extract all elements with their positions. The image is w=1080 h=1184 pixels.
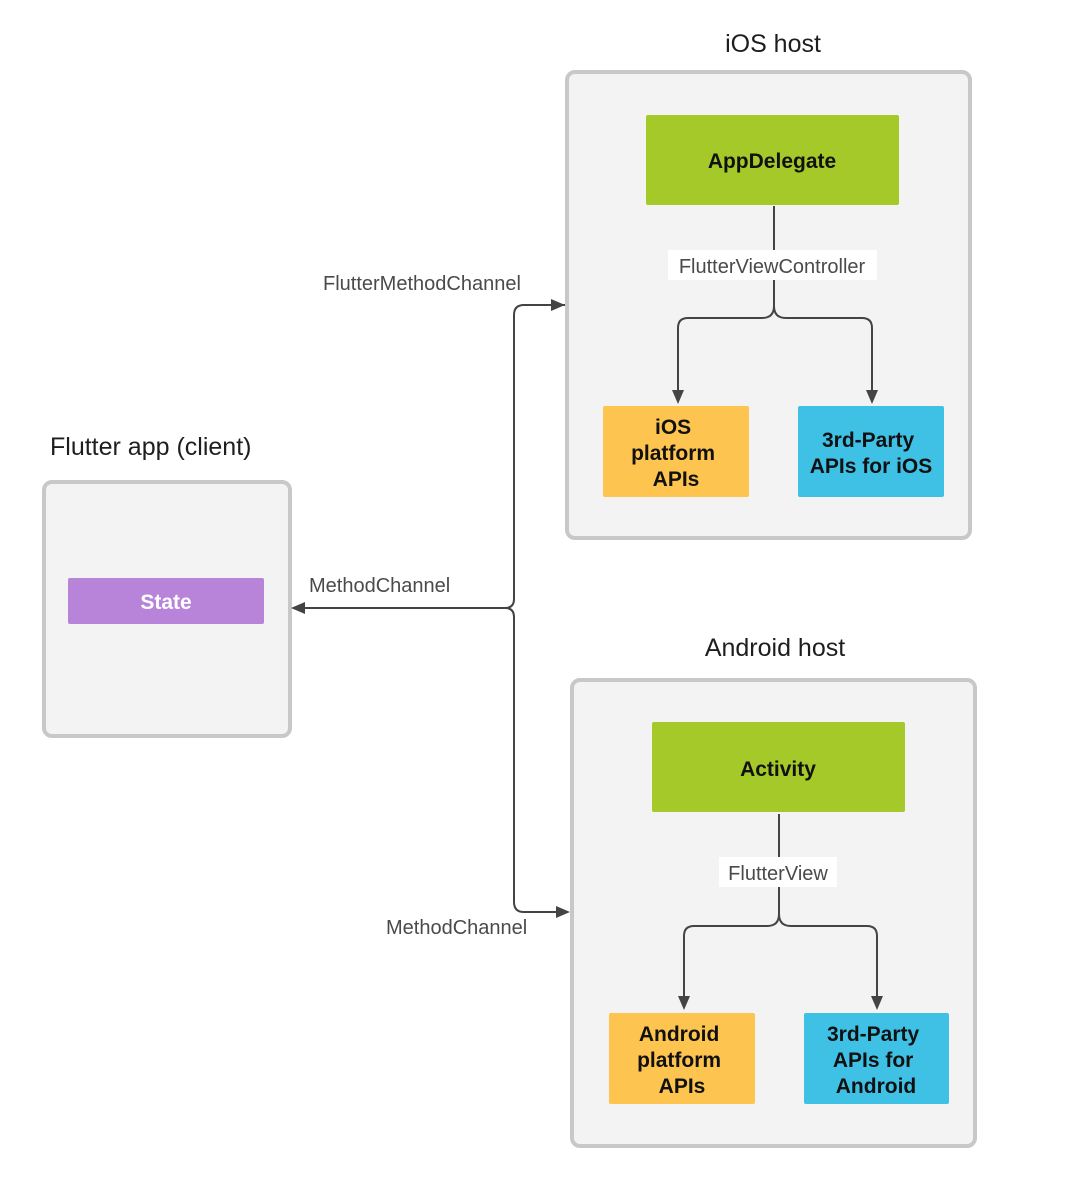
method-channels: FlutterMethodChannel MethodChannel Metho… <box>291 273 570 939</box>
android-host-title: Android host <box>705 634 845 662</box>
ios-view-label-bg <box>668 250 877 280</box>
client-method-channel-label: MethodChannel <box>309 575 450 597</box>
ios-platform-apis-box <box>603 406 749 497</box>
android-platform-apis-label: Android platform APIs <box>637 1023 727 1098</box>
ios-platform-apis-line-1: iOS <box>655 416 691 439</box>
appdelegate-label: AppDelegate <box>708 150 836 173</box>
ios-third-party-line-2: APIs for iOS <box>810 455 933 478</box>
flutter-view-controller-label: FlutterViewController <box>679 256 866 278</box>
android-method-channel-label: MethodChannel <box>386 917 527 939</box>
ios-connector-right <box>773 305 873 392</box>
appdelegate-box <box>646 115 899 205</box>
ios-connector-left <box>677 206 775 392</box>
android-third-party-apis-box <box>804 1013 949 1104</box>
android-third-party-line-3: Android <box>836 1075 916 1098</box>
android-third-party-line-1: 3rd-Party <box>827 1023 920 1046</box>
android-connector-left <box>683 814 780 998</box>
ios-third-party-line-1: 3rd-Party <box>822 429 915 452</box>
ios-to-client-channel-line <box>304 304 565 609</box>
ios-host: iOS host AppDelegate FlutterViewControll… <box>565 30 972 540</box>
state-label: State <box>140 591 191 614</box>
android-third-party-line-2: APIs for <box>833 1049 914 1072</box>
flutter-client: Flutter app (client) State <box>42 433 292 738</box>
android-platform-apis-box <box>609 1013 755 1104</box>
arrow-to-ios-platform-apis <box>672 390 684 404</box>
arrow-to-android-platform-apis <box>678 996 690 1010</box>
ios-host-title: iOS host <box>725 30 821 58</box>
activity-label: Activity <box>740 758 816 781</box>
flutter-view-label: FlutterView <box>728 863 828 885</box>
android-platform-apis-line-3: APIs <box>659 1075 706 1098</box>
arrow-to-android-host <box>556 906 570 918</box>
flutter-method-channel-label: FlutterMethodChannel <box>323 273 521 295</box>
android-view-label-bg <box>719 857 837 887</box>
arrow-to-ios-third-party <box>866 390 878 404</box>
arrow-to-client <box>291 602 305 614</box>
ios-platform-apis-line-3: APIs <box>653 468 700 491</box>
arrow-to-ios-host <box>551 299 565 311</box>
ios-platform-apis-line-2: platform <box>631 442 715 465</box>
android-host: Android host Activity FlutterView Androi… <box>570 634 977 1148</box>
android-platform-apis-line-1: Android <box>639 1023 719 1046</box>
android-third-party-apis-label: 3rd-Party APIs for Android <box>827 1023 925 1098</box>
ios-third-party-apis-box <box>798 406 944 497</box>
arrow-to-android-third-party <box>871 996 883 1010</box>
activity-box <box>652 722 905 812</box>
ios-third-party-apis-label: 3rd-Party APIs for iOS <box>810 429 933 478</box>
android-connector-right <box>778 913 878 998</box>
state-box <box>68 578 264 624</box>
android-platform-apis-line-2: platform <box>637 1049 721 1072</box>
client-title: Flutter app (client) <box>50 433 251 461</box>
client-to-android-channel-line <box>504 607 556 913</box>
ios-platform-apis-label: iOS platform APIs <box>631 416 721 491</box>
